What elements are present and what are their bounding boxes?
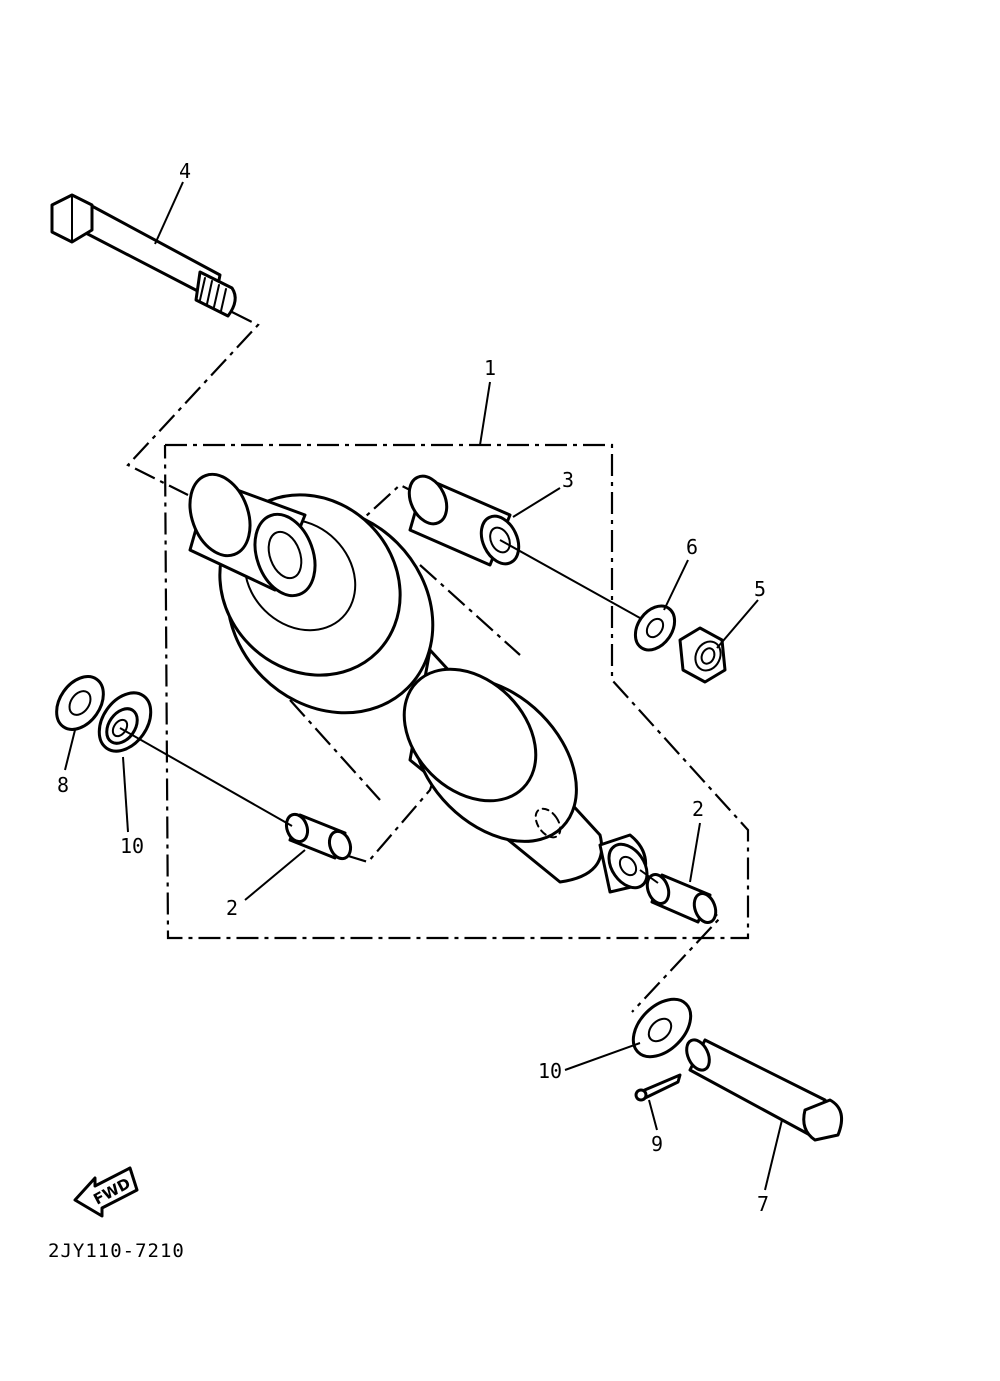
bolt-part-4: [50, 193, 237, 318]
collar-part-2-right: [645, 872, 718, 925]
leader-6: [663, 559, 689, 611]
leader-4: [154, 181, 184, 245]
assembly-line-bolt-4: [126, 311, 260, 496]
leader-5: [716, 599, 759, 649]
collar-part-2-left: [284, 812, 353, 861]
nut-part-5: [678, 626, 727, 684]
callout-8: 8: [57, 773, 69, 797]
drawing-code: 2JY110-7210: [48, 1240, 185, 1262]
callout-7: 7: [757, 1192, 769, 1216]
leader-10-right: [564, 1042, 641, 1071]
assembly-line-body-lower: [289, 699, 381, 801]
callout-6: 6: [686, 535, 698, 559]
leader-2-left: [244, 849, 306, 901]
leader-2-right: [689, 822, 701, 883]
leader-3-axis: [499, 539, 641, 619]
callout-1: 1: [484, 356, 496, 380]
leader-1: [479, 381, 491, 446]
callout-10-right: 10: [538, 1059, 562, 1083]
washer-part-6: [633, 604, 677, 652]
assembly-boundary: [163, 443, 750, 940]
leader-8: [64, 729, 76, 771]
cotter-pin-part-9: [634, 1073, 682, 1102]
callout-4: 4: [179, 159, 191, 183]
callout-5: 5: [754, 577, 766, 601]
upper-mount-sleeve: [188, 472, 317, 598]
leader-10-left-axis: [119, 727, 293, 827]
assembly-line-body: [419, 564, 521, 656]
leader-10-left: [122, 756, 129, 833]
assembly-line-top-mount: [317, 483, 411, 561]
pin-part-7: [685, 1038, 844, 1142]
collar-part-3: [407, 474, 521, 567]
callout-10-left: 10: [120, 834, 144, 858]
callout-2-right: 2: [692, 797, 704, 821]
callout-9: 9: [651, 1132, 663, 1156]
callout-3: 3: [562, 468, 574, 492]
leader-2-right-axis: [639, 869, 659, 884]
callout-2-left: 2: [226, 896, 238, 920]
oil-seal-part-10-right: [631, 997, 693, 1059]
fwd-arrow-icon: FWD: [73, 1166, 139, 1218]
leader-3: [512, 487, 561, 518]
leader-9: [648, 1099, 658, 1131]
washer-part-8: [55, 675, 105, 731]
leader-7: [764, 1119, 783, 1191]
